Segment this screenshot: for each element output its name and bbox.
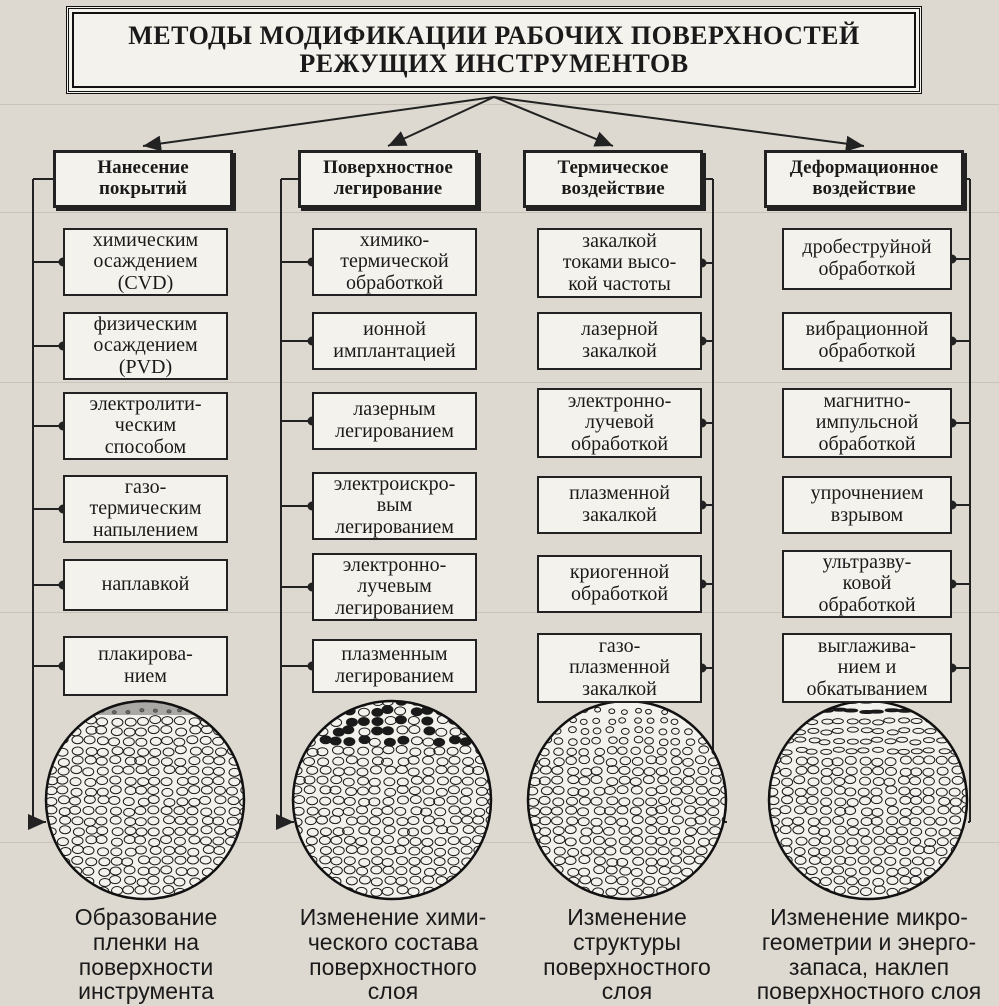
caption-film-formation: Образование пленки на поверхности инстру… [40, 905, 252, 1004]
method-burnishing-rolling: выглажива- нием и обкатыванием [782, 633, 952, 703]
method-explosive-hardening: упрочнением взрывом [782, 476, 952, 534]
method-cvd: химическим осаждением (CVD) [63, 228, 228, 296]
diagram-title: МЕТОДЫ МОДИФИКАЦИИ РАБОЧИХ ПОВЕРХНОСТЕЙ … [66, 6, 922, 94]
method-electron-beam-treatment: электронно- лучевой обработкой [537, 388, 702, 458]
method-cryogenic-treatment: криогенной обработкой [537, 555, 702, 613]
method-hf-hardening: закалкой токами высо- кой частоты [537, 228, 702, 298]
method-shot-peening: дробеструйной обработкой [782, 228, 952, 290]
method-electron-beam-alloying: электронно- лучевым легированием [312, 553, 477, 621]
method-electrospark-alloying: электроискро- вым легированием [312, 472, 477, 540]
caption-structure-change: Изменение структуры поверхностного слоя [520, 905, 734, 1004]
method-magnetic-pulse-treatment: магнитно- импульсной обработкой [782, 388, 952, 458]
caption-chemical-composition-change: Изменение хими- ческого состава поверхно… [282, 905, 504, 1004]
method-ultrasonic-treatment: ультразву- ковой обработкой [782, 550, 952, 618]
method-plasma-alloying: плазменным легированием [312, 639, 477, 693]
method-vibration-treatment: вибрационной обработкой [782, 312, 952, 370]
method-surfacing: наплавкой [63, 559, 228, 611]
method-pvd: физическим осаждением (PVD) [63, 312, 228, 380]
heading-thermal-treatment: Термическое воздействие [523, 150, 703, 208]
method-electrolytic: электролити- ческим способом [63, 392, 228, 460]
method-laser-alloying: лазерным легированием [312, 392, 477, 450]
method-gas-thermal-spraying: газо- термическим напылением [63, 475, 228, 543]
heading-coating: Нанесение покрытий [53, 150, 233, 208]
method-gas-plasma-hardening: газо- плазменной закалкой [537, 633, 702, 703]
heading-surface-alloying: Поверхностное легирование [298, 150, 478, 208]
heading-deformation: Деформационное воздействие [764, 150, 964, 208]
method-cladding: плакирова- нием [63, 636, 228, 696]
method-chemical-thermal: химико- термической обработкой [312, 228, 477, 296]
method-plasma-hardening: плазменной закалкой [537, 476, 702, 534]
caption-microgeometry-change: Изменение микро- геометрии и энерго- зап… [745, 905, 993, 1004]
method-ion-implantation: ионной имплантацией [312, 312, 477, 370]
method-laser-hardening: лазерной закалкой [537, 312, 702, 370]
